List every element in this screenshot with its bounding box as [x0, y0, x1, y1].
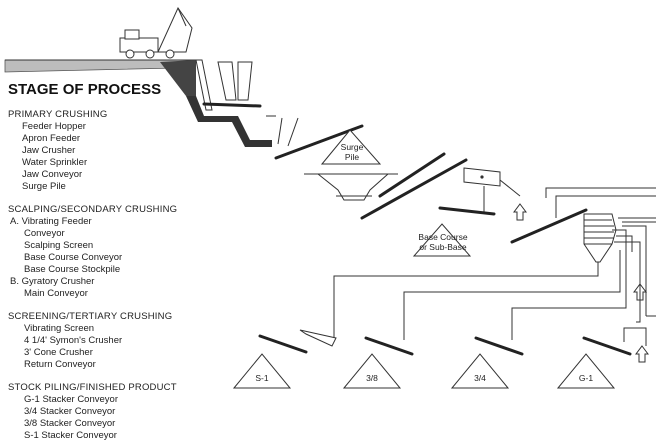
up-arrow-icon — [635, 345, 649, 363]
list-item: Main Conveyor — [24, 288, 88, 299]
section-heading: PRIMARY CRUSHING — [8, 109, 107, 120]
section-stock-piling: STOCK PILING/FINISHED PRODUCT G-1 Stacke… — [8, 382, 177, 441]
main-conveyor — [510, 208, 588, 244]
up-arrow-icon — [513, 203, 527, 221]
stockpile-34: 3/4 — [450, 353, 510, 389]
section-screening-tertiary: SCREENING/TERTIARY CRUSHING Vibrating Sc… — [8, 311, 172, 370]
stockpile-label: 3/4 — [474, 373, 486, 383]
base-course-stockpile: Base Course or Sub-Base — [412, 223, 472, 257]
list-item: Base Course Conveyor — [24, 252, 122, 263]
jaw-conveyor — [274, 124, 364, 160]
surge-pile: Surge Pile — [304, 129, 398, 201]
list-item: Scalping Screen — [24, 240, 93, 251]
crusher-pit-wall — [186, 59, 272, 147]
list-item: Base Course Stockpile — [24, 264, 120, 275]
list-item: Return Conveyor — [24, 359, 96, 370]
stockpile-38: 3/8 — [342, 353, 402, 389]
stockpile-g1: G-1 — [556, 353, 616, 389]
section-scalping-secondary: SCALPING/SECONDARY CRUSHING A. Vibrating… — [8, 204, 177, 299]
ground-ramp — [4, 59, 196, 96]
list-item: 3/4 Stacker Conveyor — [24, 406, 115, 417]
base-course-label: or Sub-Base — [419, 242, 467, 252]
section-primary-crushing: PRIMARY CRUSHING Feeder Hopper Apron Fee… — [8, 109, 107, 192]
scalping-screen — [438, 167, 521, 216]
feeder-conveyor — [378, 152, 446, 198]
s1-stacker-conveyor — [258, 334, 308, 354]
stockpile-s1: S-1 — [232, 353, 292, 389]
surge-pile-label: Surge — [341, 142, 364, 152]
g1-stacker-conveyor — [582, 336, 632, 356]
list-item: 4 1/4' Symon's Crusher — [24, 335, 122, 346]
list-item: Apron Feeder — [22, 133, 80, 144]
list-item: A. Vibrating Feeder — [10, 216, 92, 227]
list-item: G-1 Stacker Conveyor — [24, 394, 118, 405]
secondary-conveyor — [360, 158, 468, 220]
symons-crusher — [299, 329, 337, 347]
list-item: Jaw Crusher — [22, 145, 75, 156]
stockpile-label: 3/8 — [366, 373, 378, 383]
list-item: Water Sprinkler — [22, 157, 87, 168]
list-item: Jaw Conveyor — [22, 169, 82, 180]
list-item: Feeder Hopper — [22, 121, 86, 132]
38-stacker-conveyor — [364, 336, 414, 356]
section-heading: STOCK PILING/FINISHED PRODUCT — [8, 382, 177, 393]
34-stacker-conveyor — [474, 336, 524, 356]
dump-truck-icon — [119, 6, 193, 59]
return-conveyor-lines — [545, 187, 656, 317]
return-loop-line — [623, 327, 647, 346]
list-item: Vibrating Screen — [24, 323, 94, 334]
distribution-lines — [333, 250, 641, 340]
base-course-label: Base Course — [418, 232, 467, 242]
jaw-crusher — [266, 115, 299, 147]
list-item: 3/8 Stacker Conveyor — [24, 418, 115, 429]
diagram-title: STAGE OF PROCESS — [8, 81, 161, 98]
stockpile-label: G-1 — [579, 373, 593, 383]
feeder-hopper — [202, 61, 262, 108]
vibrating-screen — [583, 213, 617, 263]
stockpile-label: S-1 — [255, 373, 269, 383]
list-item: Conveyor — [24, 228, 65, 239]
section-heading: SCALPING/SECONDARY CRUSHING — [8, 204, 177, 215]
list-item: 3' Cone Crusher — [24, 347, 93, 358]
base-course-conveyor — [438, 206, 496, 216]
list-item: Surge Pile — [22, 181, 66, 192]
list-item: B. Gyratory Crusher — [10, 276, 94, 287]
surge-pile-label: Pile — [345, 152, 359, 162]
list-item: S-1 Stacker Conveyor — [24, 430, 117, 441]
section-heading: SCREENING/TERTIARY CRUSHING — [8, 311, 172, 322]
